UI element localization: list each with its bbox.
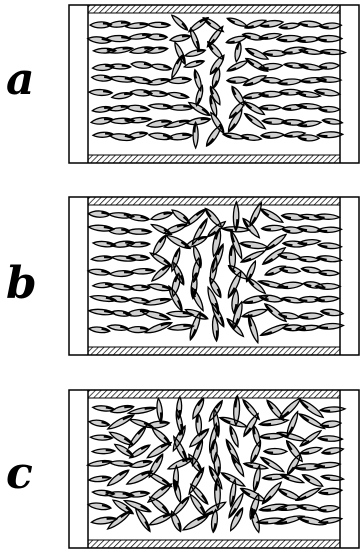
molecule-shade [318,230,327,231]
molecule-shade [297,40,306,42]
molecule-shade [216,330,218,340]
molecule-shade [141,287,149,288]
molecule-shade [299,242,307,244]
molecule-shade [141,243,150,244]
bottom-plate [88,540,340,548]
molecule-shade [283,108,291,110]
panel-label-b: b [6,262,37,306]
molecule-shade [106,450,115,451]
molecule-shade [263,477,272,479]
molecule-shade [197,414,199,422]
molecule-shade [301,80,311,82]
panel-c [68,389,360,549]
bottom-plate [88,155,340,163]
molecule-shade [318,326,328,328]
panel-label-a: a [6,58,35,102]
molecule-shade [145,270,154,271]
molecule-shade [261,436,270,438]
top-plate [88,5,340,13]
top-plate [88,197,340,205]
molecule-shade [194,123,195,133]
molecule-shade [160,412,162,421]
molecule-shade [315,465,325,467]
molecule-shade [141,118,151,120]
molecule-shade [285,135,293,137]
molecule-shade [140,492,149,494]
top-plate [88,390,340,398]
bottom-plate [88,347,340,355]
molecule-shade [299,299,307,300]
molecule-shade [321,410,330,412]
panel-b [68,196,360,356]
molecule-shade [102,477,110,479]
molecule-shade [260,108,268,109]
molecule-shade [316,299,325,301]
molecule-shade [216,479,217,490]
panel-label-c: c [6,452,33,496]
molecule-shade [262,228,271,230]
panel-a [68,4,360,164]
molecule-shade [297,328,306,330]
